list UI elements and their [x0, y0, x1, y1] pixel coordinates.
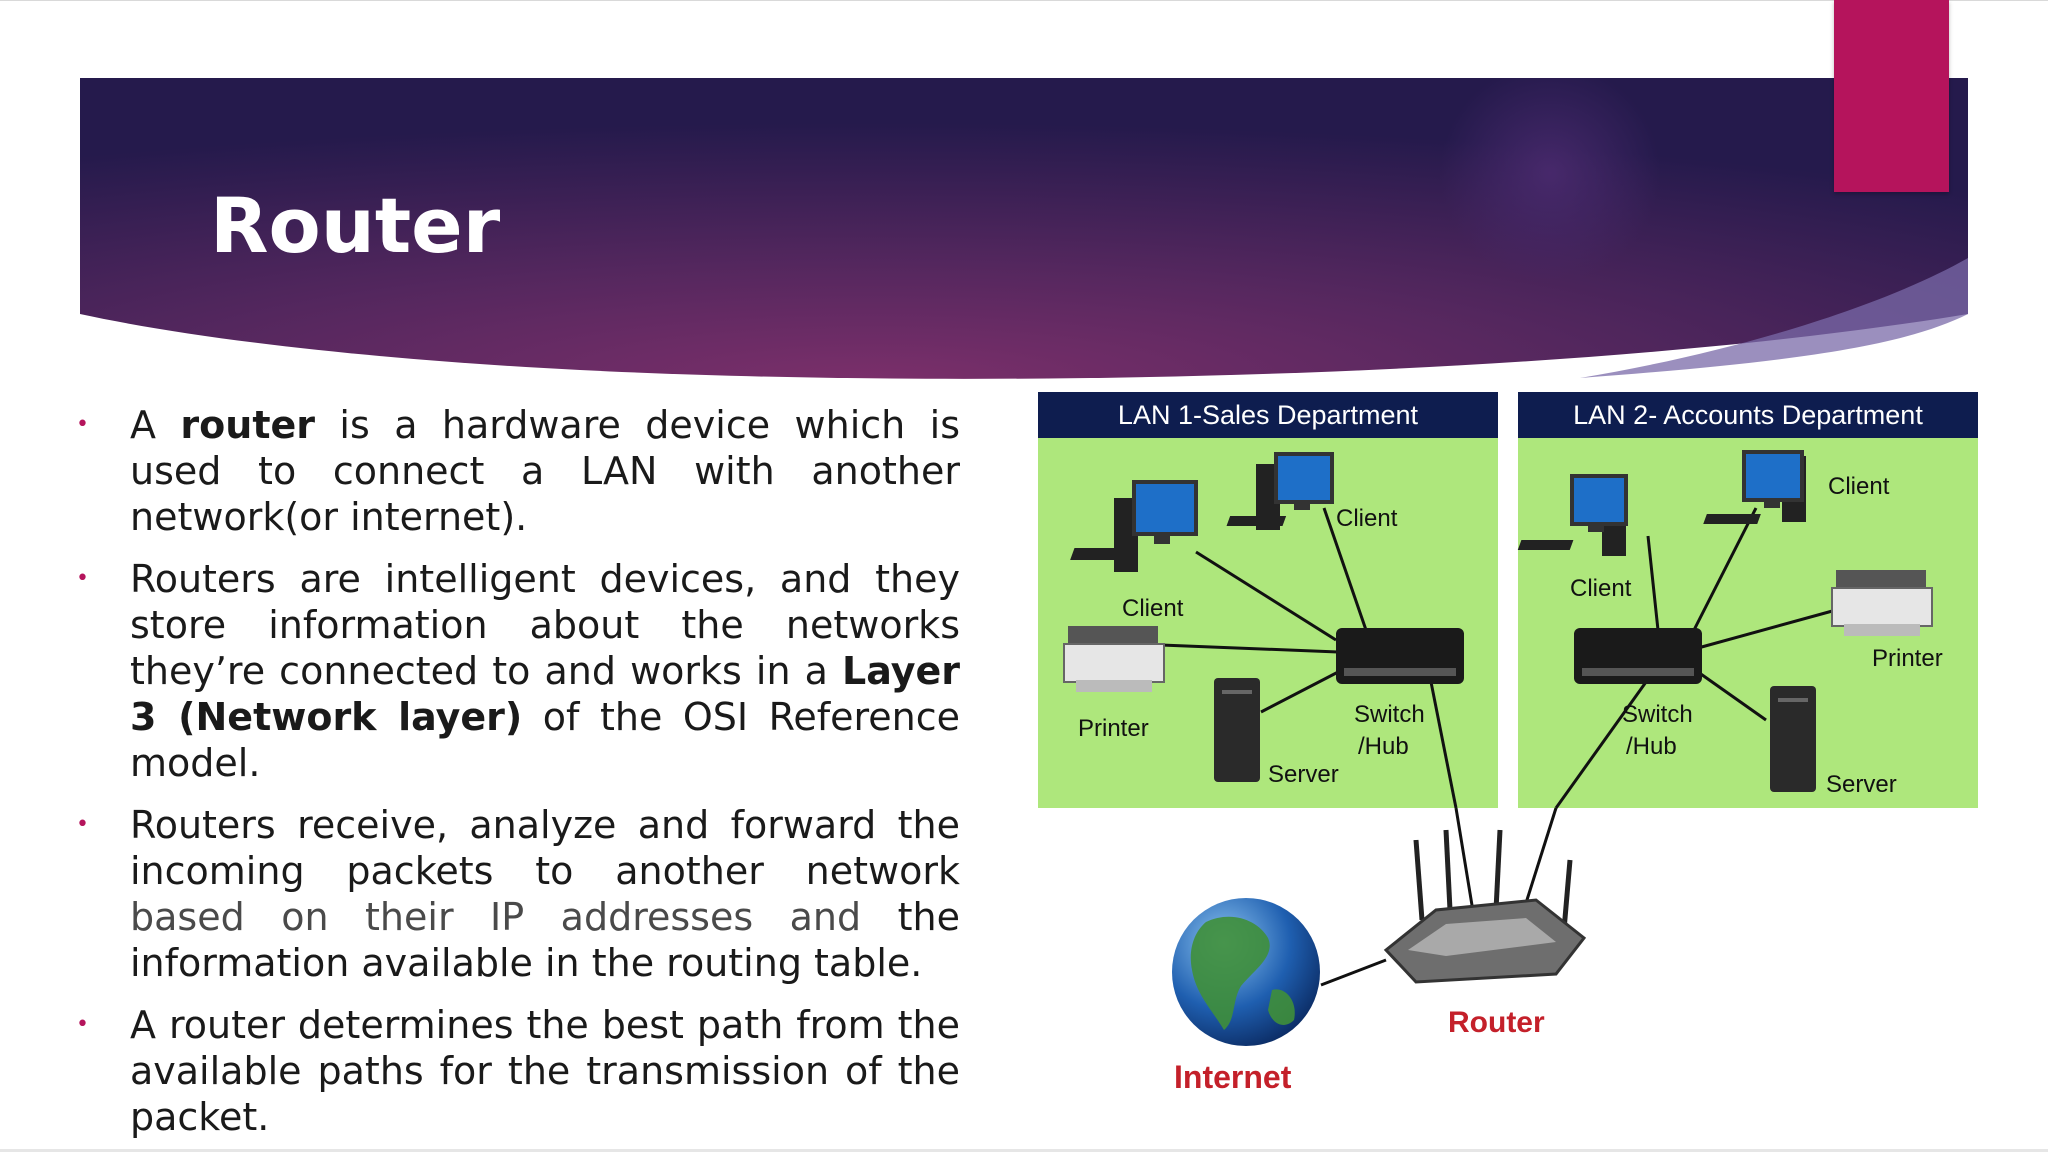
bullet-text: A — [130, 403, 181, 447]
lan1-header-text: LAN 1-Sales Department — [1118, 400, 1419, 430]
bullet-text: Routers receive, analyze and forward the… — [130, 803, 960, 893]
bullet-marker: • — [76, 412, 89, 437]
lan2-switch-label: Switch — [1622, 701, 1693, 728]
bullet-bold-text: router — [180, 403, 315, 447]
bullet-item: • A router determines the best path from … — [72, 1002, 960, 1140]
printer-icon — [1063, 626, 1165, 692]
bullet-marker: • — [76, 566, 89, 591]
network-diagram-svg: LAN 1-Sales Department LAN 2- Accounts D… — [1038, 392, 1978, 1095]
bullet-text: of the OSI Reference model. — [130, 695, 960, 785]
accent-tab — [1834, 0, 1949, 192]
lan1-header — [1038, 392, 1498, 438]
lan1-links — [1160, 507, 1458, 809]
bullet-bold-text: Layer 3 (Network layer) — [130, 649, 960, 739]
network-diagram: LAN 1-Sales Department LAN 2- Accounts D… — [1036, 390, 1982, 1100]
desktop-pc-icon — [1226, 452, 1334, 530]
lan1-client-top-label: Client — [1336, 505, 1398, 532]
lan1-switch-label: Switch — [1354, 701, 1425, 728]
lan1-server-label: Server — [1268, 761, 1339, 788]
router-label: Router — [1448, 1006, 1545, 1039]
lan2-header-text: LAN 2- Accounts Department — [1573, 400, 1923, 430]
lan2-server-label: Server — [1826, 771, 1897, 798]
bullet-marker: • — [76, 812, 89, 837]
banner-background — [80, 78, 1968, 379]
bullet-item: • Routers are intelligent devices, and th… — [72, 556, 960, 786]
bullet-muted-text: based on their IP addresses and — [130, 895, 862, 939]
lan1-client-left-label: Client — [1122, 595, 1184, 622]
network-switch-icon — [1336, 628, 1464, 684]
lan2-client-left-label: Client — [1570, 575, 1632, 602]
server-tower-icon — [1770, 686, 1816, 792]
desktop-pc-icon — [1703, 450, 1806, 524]
lan2-header — [1518, 392, 1978, 438]
lan2-printer-label: Printer — [1872, 645, 1943, 672]
bullet-text: Routers are intelligent devices, and the… — [130, 557, 960, 693]
lan1-printer-label: Printer — [1078, 715, 1149, 742]
wireless-router-icon — [1383, 829, 1587, 984]
globe-icon — [1172, 898, 1320, 1046]
bullet-marker: • — [76, 1012, 89, 1037]
bottom-divider — [0, 1149, 2048, 1152]
lan2-client-top-label: Client — [1828, 473, 1890, 500]
bullet-text: is a hardware device which is used to co… — [130, 403, 961, 539]
desktop-pc-icon — [1070, 480, 1198, 572]
bullet-text: the information available in the routing… — [130, 895, 960, 985]
bullet-item: • A router is a hardware device which is … — [72, 402, 960, 540]
bullet-item: • Routers receive, analyze and forward th… — [72, 802, 960, 986]
internet-label: Internet — [1174, 1059, 1292, 1095]
server-tower-icon — [1214, 678, 1260, 782]
lan1-hub-label: /Hub — [1358, 733, 1409, 760]
bullet-text: A router determines the best path from t… — [130, 1003, 960, 1139]
title-banner — [80, 0, 1968, 380]
desktop-pc-icon — [1517, 474, 1628, 556]
network-switch-icon — [1574, 628, 1702, 684]
printer-icon — [1831, 570, 1933, 636]
top-divider — [0, 0, 2048, 1]
lan2-hub-label: /Hub — [1626, 733, 1677, 760]
bullet-list: • A router is a hardware device which is … — [72, 402, 960, 1156]
slide-title: Router — [210, 181, 501, 270]
lan2-links — [1554, 507, 1837, 809]
